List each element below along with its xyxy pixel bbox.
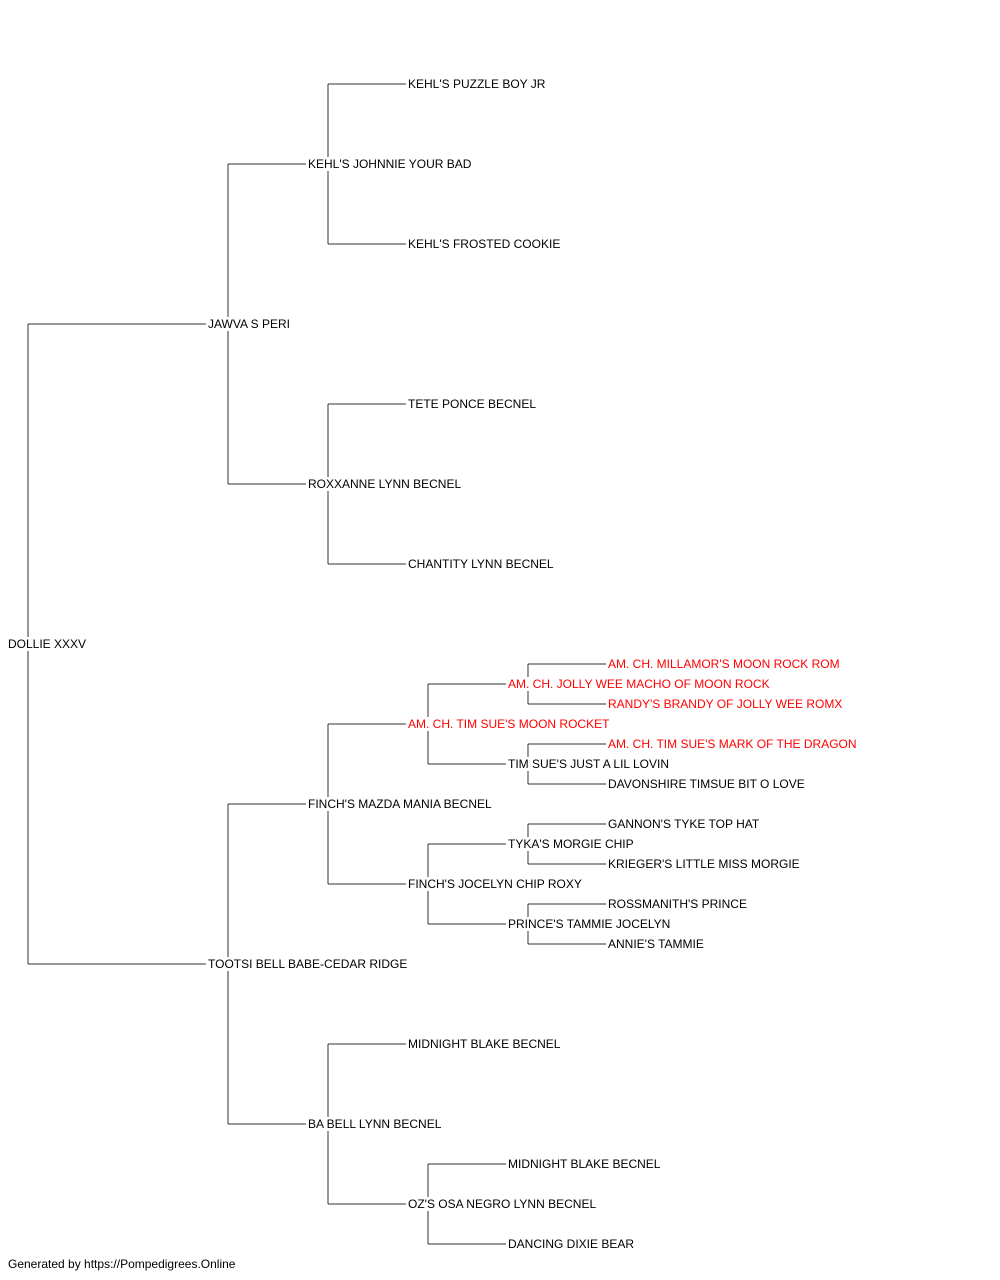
pedigree-node-gen4[interactable]: DANCING DIXIE BEAR — [508, 1237, 635, 1251]
pedigree-node-gen5[interactable]: GANNON'S TYKE TOP HAT — [608, 817, 760, 831]
pedigree-node-gen5[interactable]: KRIEGER'S LITTLE MISS MORGIE — [608, 857, 800, 871]
pedigree-node-gen3[interactable]: KEHL'S FROSTED COOKIE — [408, 237, 561, 251]
pedigree-node-gen5[interactable]: ROSSMANITH'S PRINCE — [608, 897, 747, 911]
pedigree-node-gen4[interactable]: TIM SUE'S JUST A LIL LOVIN — [508, 757, 670, 771]
pedigree-node-gen3[interactable]: OZ'S OSA NEGRO LYNN BECNEL — [408, 1197, 597, 1211]
pedigree-node-gen1[interactable]: JAWVA S PERI — [208, 317, 291, 331]
pedigree-node-gen2[interactable]: ROXXANNE LYNN BECNEL — [308, 477, 462, 491]
pedigree-node-gen5[interactable]: AM. CH. TIM SUE'S MARK OF THE DRAGON — [608, 737, 857, 751]
generated-by-footer: Generated by https://Pompedigrees.Online — [8, 1257, 236, 1271]
pedigree-node-gen4[interactable]: MIDNIGHT BLAKE BECNEL — [508, 1157, 661, 1171]
pedigree-node-gen2[interactable]: BA BELL LYNN BECNEL — [308, 1117, 442, 1131]
pedigree-node-gen2[interactable]: FINCH'S MAZDA MANIA BECNEL — [308, 797, 492, 811]
pedigree-node-gen2[interactable]: KEHL'S JOHNNIE YOUR BAD — [308, 157, 472, 171]
pedigree-node-gen5[interactable]: ANNIE'S TAMMIE — [608, 937, 704, 951]
pedigree-node-gen1[interactable]: TOOTSI BELL BABE-CEDAR RIDGE — [208, 957, 408, 971]
pedigree-node-gen4[interactable]: PRINCE'S TAMMIE JOCELYN — [508, 917, 671, 931]
pedigree-node-gen3[interactable]: TETE PONCE BECNEL — [408, 397, 537, 411]
pedigree-node-gen5[interactable]: RANDY'S BRANDY OF JOLLY WEE ROMX — [608, 697, 843, 711]
pedigree-node-gen3[interactable]: AM. CH. TIM SUE'S MOON ROCKET — [408, 717, 610, 731]
pedigree-node-gen3[interactable]: MIDNIGHT BLAKE BECNEL — [408, 1037, 561, 1051]
pedigree-node-gen4[interactable]: TYKA'S MORGIE CHIP — [508, 837, 634, 851]
pedigree-node-gen3[interactable]: CHANTITY LYNN BECNEL — [408, 557, 554, 571]
pedigree-node-gen3[interactable]: KEHL'S PUZZLE BOY JR — [408, 77, 546, 91]
pedigree-node-gen5[interactable]: DAVONSHIRE TIMSUE BIT O LOVE — [608, 777, 805, 791]
pedigree-node-gen5[interactable]: AM. CH. MILLAMOR'S MOON ROCK ROM — [608, 657, 840, 671]
pedigree-node-gen4[interactable]: AM. CH. JOLLY WEE MACHO OF MOON ROCK — [508, 677, 770, 691]
pedigree-node-gen0[interactable]: DOLLIE XXXV — [8, 637, 87, 651]
pedigree-node-gen3[interactable]: FINCH'S JOCELYN CHIP ROXY — [408, 877, 582, 891]
